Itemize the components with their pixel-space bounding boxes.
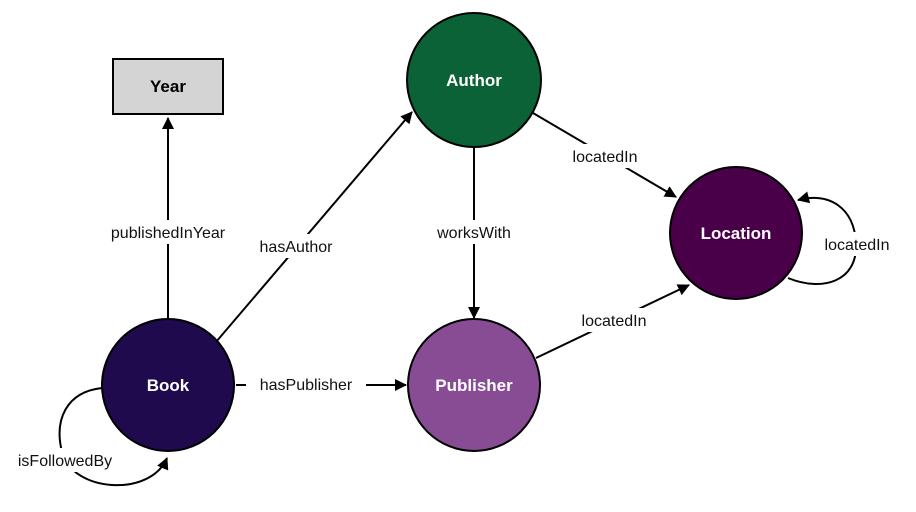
year-label: Year	[150, 77, 186, 96]
book-circle	[101, 318, 235, 452]
label-has-author: hasAuthor	[260, 239, 334, 256]
location-circle	[669, 166, 803, 300]
book-label: Book	[147, 376, 190, 395]
label-works-with: worksWith	[436, 225, 511, 242]
author-label: Author	[446, 71, 502, 90]
label-is-followed-by: isFollowedBy	[18, 453, 112, 470]
label-location-located-in: locatedIn	[825, 237, 890, 254]
author-circle	[406, 12, 542, 148]
node-year: Year	[112, 58, 224, 115]
node-publisher: Publisher	[407, 318, 541, 452]
publisher-circle	[407, 318, 541, 452]
node-book: Book	[101, 318, 235, 452]
label-has-publisher: hasPublisher	[260, 377, 353, 394]
edge-has-author	[215, 111, 413, 343]
label-published-in-year: publishedInYear	[111, 225, 226, 242]
year-box	[112, 58, 224, 115]
label-publisher-located-in: locatedIn	[582, 313, 647, 330]
location-label: Location	[701, 224, 772, 243]
node-author: Author	[406, 12, 542, 148]
node-location: Location	[669, 166, 803, 300]
label-author-located-in: locatedIn	[573, 149, 638, 166]
publisher-label: Publisher	[435, 376, 513, 395]
